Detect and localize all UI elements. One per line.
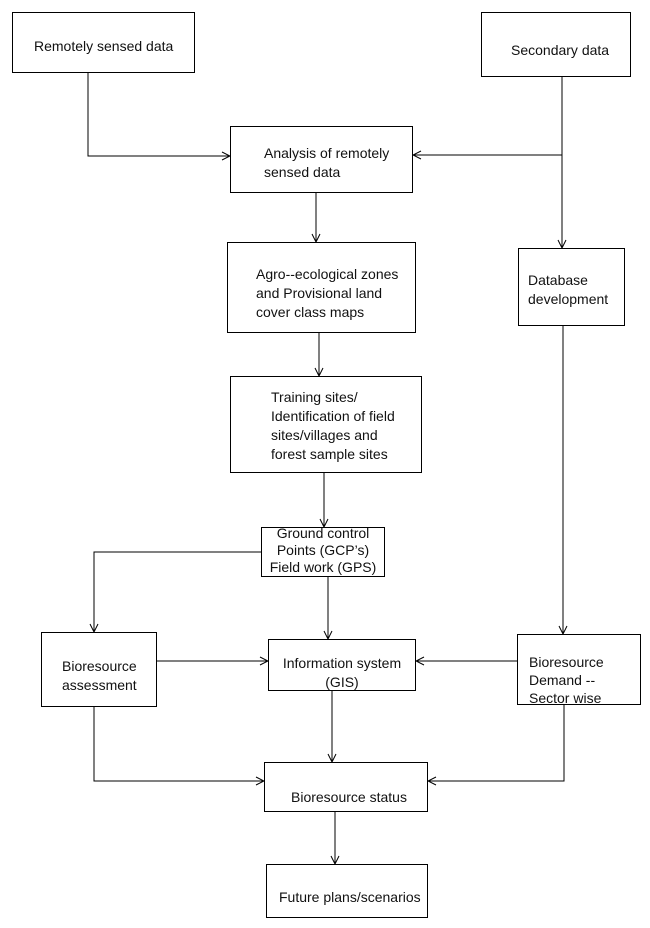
node-bioresource-status: [264, 762, 428, 812]
node-bioresource-assessment: [41, 632, 157, 707]
node-ground-control-points-label: Ground control Points (GCP’s) Field work…: [269, 525, 377, 575]
node-analysis-label: Analysis of remotely sensed data: [264, 145, 390, 180]
node-database-development-label: Database development: [528, 272, 609, 307]
node-bioresource-assessment-label: Bioresource assessment: [62, 658, 137, 693]
edge-assessment-to-status: [93, 707, 264, 781]
node-remotely-sensed-data-label: Remotely sensed data: [34, 38, 174, 54]
node-ground-control-points: [261, 527, 385, 577]
node-agro-ecological-zones-label: Agro--ecological zones and Provisional l…: [256, 266, 399, 320]
edge-gcp-to-assessment: [94, 551, 261, 632]
node-database-development: [518, 248, 625, 326]
node-future-plans: [266, 864, 428, 918]
node-analysis: [230, 126, 413, 193]
node-agro-ecological-zones: [227, 242, 416, 333]
node-remotely-sensed-data: [12, 12, 195, 73]
edge-remote-to-analysis: [87, 73, 230, 156]
node-bioresource-demand-label: Bioresource Demand -- Sector wise: [529, 654, 604, 706]
node-bioresource-status-label: Bioresource status: [291, 789, 407, 805]
node-training-sites: [230, 376, 422, 473]
node-information-system-label: Information system (GIS): [282, 655, 402, 690]
node-future-plans-label: Future plans/scenarios: [279, 889, 421, 905]
node-secondary-data: [481, 12, 631, 77]
edge-demand-to-status: [428, 705, 565, 781]
node-information-system: [268, 639, 416, 691]
node-training-sites-label: Training sites/ Identification of field …: [271, 389, 395, 462]
node-bioresource-demand: [517, 634, 641, 705]
node-secondary-data-label: Secondary data: [511, 42, 610, 58]
